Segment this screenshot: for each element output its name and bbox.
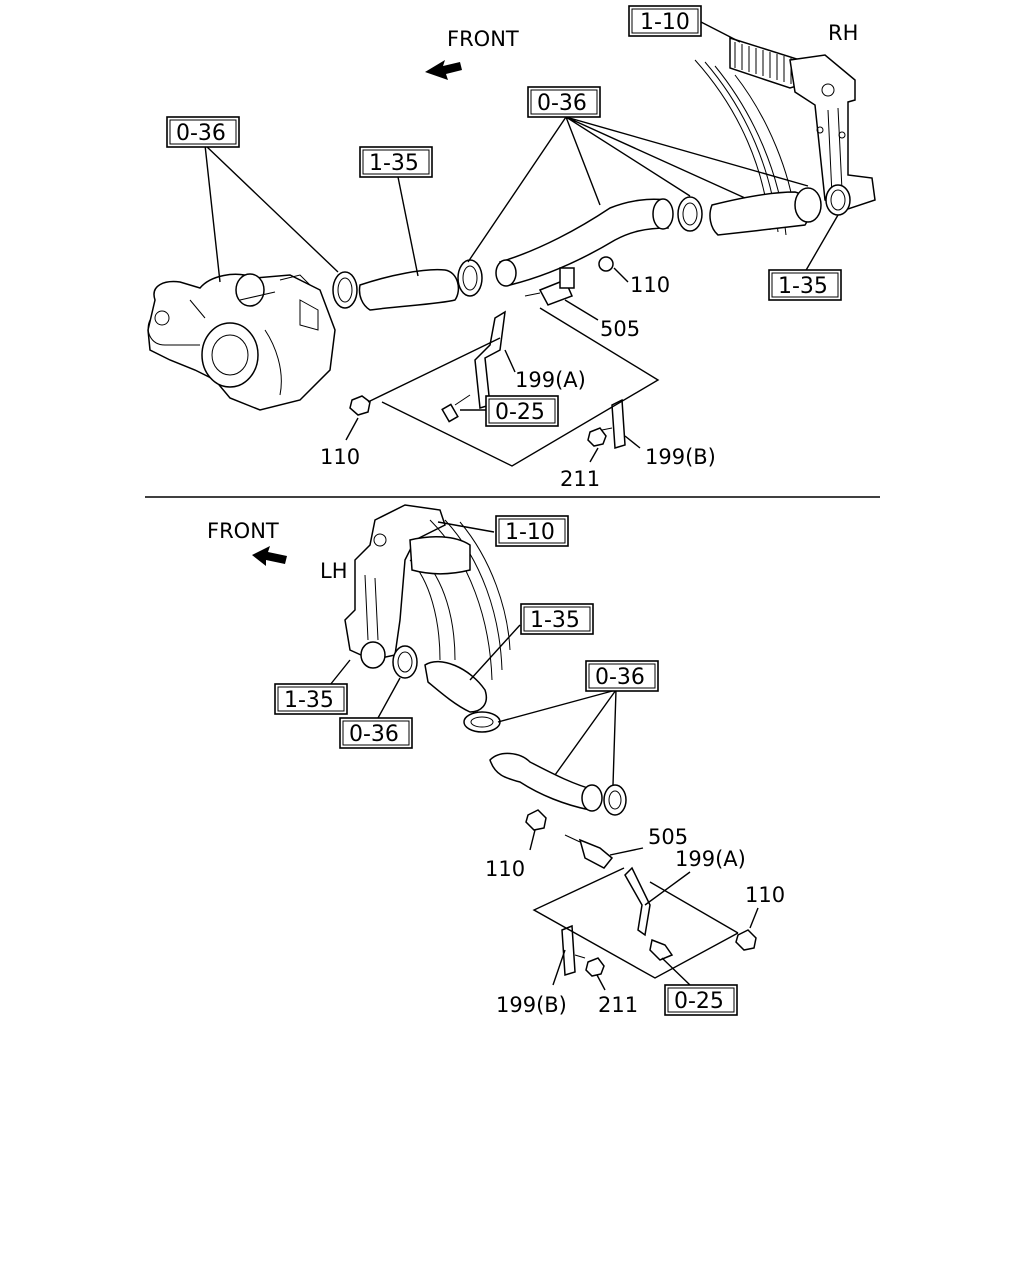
bottom-ref-0-36-left[interactable]: 0-36 xyxy=(339,717,413,749)
top-intercooler xyxy=(694,36,876,236)
bottom-ref-1-10[interactable]: 1-10 xyxy=(495,515,569,547)
bottom-view-lh: FRONT LH xyxy=(207,504,785,1017)
bottom-bracket-199a xyxy=(624,866,651,937)
top-ref-0-36-center-text: 0-36 xyxy=(537,91,587,116)
top-part-505: 505 xyxy=(600,317,640,341)
bottom-part-199a: 199(A) xyxy=(675,847,746,871)
bottom-bolt-0-25 xyxy=(649,938,674,961)
bottom-intercooler xyxy=(344,504,511,681)
bottom-front-arrow-icon xyxy=(252,546,287,566)
top-ref-1-10-text: 1-10 xyxy=(640,10,690,35)
top-bracket-199b xyxy=(587,398,626,449)
top-sensor-505 xyxy=(524,256,614,306)
top-ref-1-35-left[interactable]: 1-35 xyxy=(359,146,433,178)
bottom-ref-0-36-left-text: 0-36 xyxy=(349,722,399,747)
bottom-part-505: 505 xyxy=(648,825,688,849)
top-front-label: FRONT xyxy=(447,27,519,51)
top-bolt-0-25 xyxy=(441,394,471,423)
top-part-211: 211 xyxy=(560,467,600,491)
bottom-sensor-505 xyxy=(564,834,614,869)
top-hoses xyxy=(332,184,851,311)
bottom-ref-0-25-text: 0-25 xyxy=(674,989,724,1014)
top-part-199a: 199(A) xyxy=(515,368,586,392)
top-ref-0-25-text: 0-25 xyxy=(495,400,545,425)
top-nut-110-left xyxy=(349,395,371,416)
bottom-hoses xyxy=(360,641,627,816)
top-ref-1-10[interactable]: 1-10 xyxy=(628,5,702,37)
bottom-side-label: LH xyxy=(320,559,348,583)
bottom-part-110-right: 110 xyxy=(745,883,785,907)
bottom-ref-1-10-text: 1-10 xyxy=(505,520,555,545)
top-part-110-right: 110 xyxy=(630,273,670,297)
top-ref-1-35-left-text: 1-35 xyxy=(369,151,419,176)
bottom-part-110-left: 110 xyxy=(485,857,525,881)
bottom-front-label: FRONT xyxy=(207,519,279,543)
top-ref-0-36-left[interactable]: 0-36 xyxy=(166,116,240,148)
bottom-ref-0-36-right[interactable]: 0-36 xyxy=(585,660,659,692)
top-side-label: RH xyxy=(828,21,858,45)
bottom-part-211: 211 xyxy=(598,993,638,1017)
top-ref-0-25[interactable]: 0-25 xyxy=(485,395,559,427)
bottom-ref-0-25[interactable]: 0-25 xyxy=(664,984,738,1016)
top-ref-0-36-left-text: 0-36 xyxy=(176,121,226,146)
top-bracket-199a xyxy=(474,310,506,409)
top-part-199b: 199(B) xyxy=(645,445,716,469)
bottom-ref-1-35-left[interactable]: 1-35 xyxy=(274,683,348,715)
top-part-110-left: 110 xyxy=(320,445,360,469)
top-front-arrow-icon xyxy=(425,60,462,80)
top-ref-1-35-right-text: 1-35 xyxy=(778,274,828,299)
bottom-ref-1-35-top[interactable]: 1-35 xyxy=(520,603,594,635)
top-ref-1-35-right[interactable]: 1-35 xyxy=(768,269,842,301)
bottom-ref-1-35-left-text: 1-35 xyxy=(284,688,334,713)
top-turbocharger xyxy=(147,273,336,411)
bottom-nut-110-left xyxy=(525,809,547,831)
top-ref-0-36-center[interactable]: 0-36 xyxy=(527,86,601,118)
bottom-ref-0-36-right-text: 0-36 xyxy=(595,665,645,690)
bottom-nut-110-right xyxy=(735,929,757,951)
bottom-ref-1-35-top-text: 1-35 xyxy=(530,608,580,633)
top-view-rh: FRONT RH 1-10 xyxy=(147,5,876,491)
bottom-part-199b: 199(B) xyxy=(496,993,567,1017)
bottom-bracket-199b xyxy=(561,924,605,977)
